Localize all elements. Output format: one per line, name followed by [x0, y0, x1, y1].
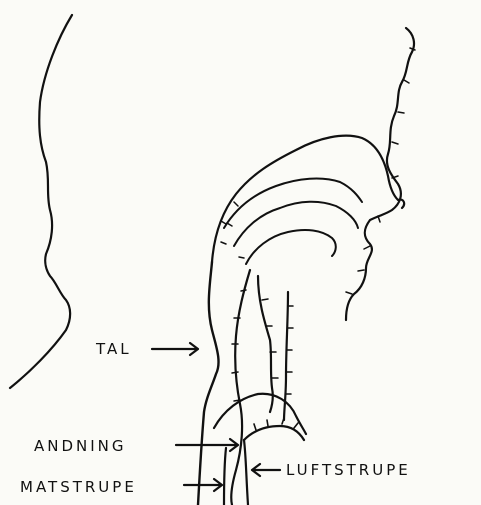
trachea-fork [244, 426, 304, 440]
matstrupe-label: MATSTRUPE [20, 478, 137, 496]
andning-label: ANDNING [34, 437, 127, 455]
luftstrupe-arrow [252, 464, 280, 476]
face-profile [346, 28, 414, 320]
trachea-left-wall [244, 440, 248, 505]
head-silhouette [10, 15, 72, 388]
face-profile-ticks [346, 48, 415, 294]
neck-front [198, 262, 219, 505]
matstrupe-arrow [184, 479, 222, 491]
esophagus-back-line [258, 276, 273, 412]
pharynx-ticks [232, 290, 246, 401]
tal-label: TAL [95, 340, 132, 358]
palate-curve-2 [234, 202, 358, 246]
oral-cavity-outline [212, 136, 404, 262]
andning-arrow [176, 439, 238, 451]
tal-arrow [152, 343, 198, 355]
esophagus-left-wall [224, 448, 226, 505]
luftstrupe-label: LUFTSTRUPE [286, 461, 411, 479]
palate-curve-3 [246, 230, 336, 264]
